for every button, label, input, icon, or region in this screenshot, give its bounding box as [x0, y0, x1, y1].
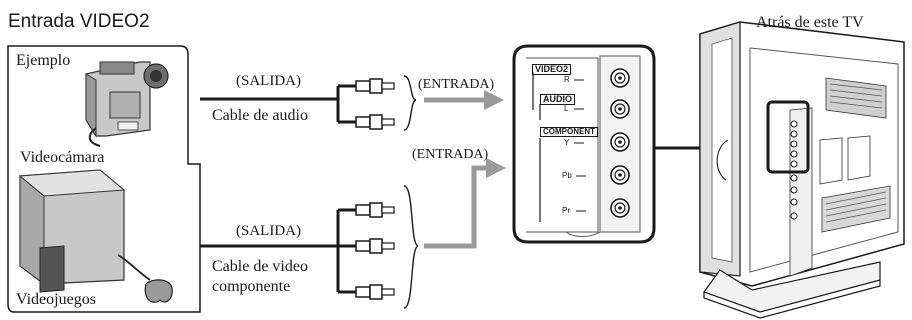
tv-jack-highlight-box [766, 100, 810, 174]
video-plug-2 [355, 238, 395, 254]
tv-jack-column [790, 120, 798, 220]
audio-cable [200, 84, 356, 124]
example-heading: Ejemplo [16, 52, 71, 69]
audio-plug-top [355, 78, 395, 94]
panel-label-component: COMPONENT [540, 127, 598, 137]
camcorder-label: Videocámara [20, 149, 105, 166]
jack-panel-brackets [532, 72, 541, 222]
tv-back-icon [699, 21, 905, 319]
audio-output-label: (SALIDA) [236, 73, 301, 89]
video-cable-label-line1: Cable de video [212, 258, 308, 275]
example-box-frame [7, 45, 201, 313]
panel-label-pr: Pr [562, 206, 570, 215]
game-console-label: Videojuegos [16, 291, 96, 308]
tv-back-label: Atrás de este TV [756, 14, 864, 31]
socket-pb [610, 165, 630, 185]
audio-cable-label: Cable de audio [212, 107, 308, 124]
audio-input-label: (ENTRADA) [418, 77, 495, 92]
video-input-label: (ENTRADA) [412, 147, 489, 162]
game-console-icon [18, 169, 173, 303]
jack-panel-arrows [574, 79, 586, 212]
panel-label-video2: VIDEO2 [532, 64, 572, 75]
video-cable [200, 208, 356, 294]
diagram-title: Entrada VIDEO2 [8, 11, 150, 32]
socket-r [610, 68, 630, 88]
audio-plug-bottom [355, 114, 395, 130]
video-brace [403, 185, 419, 309]
socket-pr [610, 198, 630, 218]
jack-panel-zoom [512, 44, 656, 244]
video-arrow [424, 158, 506, 249]
video-plug-1 [355, 202, 395, 218]
panel-label-r: R [564, 75, 570, 84]
audio-brace [403, 75, 417, 131]
socket-l [610, 99, 630, 119]
video-cable-label-line2: componente [212, 278, 291, 295]
video-output-label: (SALIDA) [236, 223, 301, 239]
panel-label-y: Y [564, 138, 570, 147]
socket-y [610, 132, 630, 152]
camcorder-icon [85, 61, 169, 147]
panel-label-pb: Pb [562, 171, 572, 180]
panel-label-l: L [564, 104, 569, 113]
video-plug-3 [355, 284, 395, 300]
panel-label-audio: AUDIO [540, 94, 575, 105]
jack-sockets [610, 68, 630, 218]
